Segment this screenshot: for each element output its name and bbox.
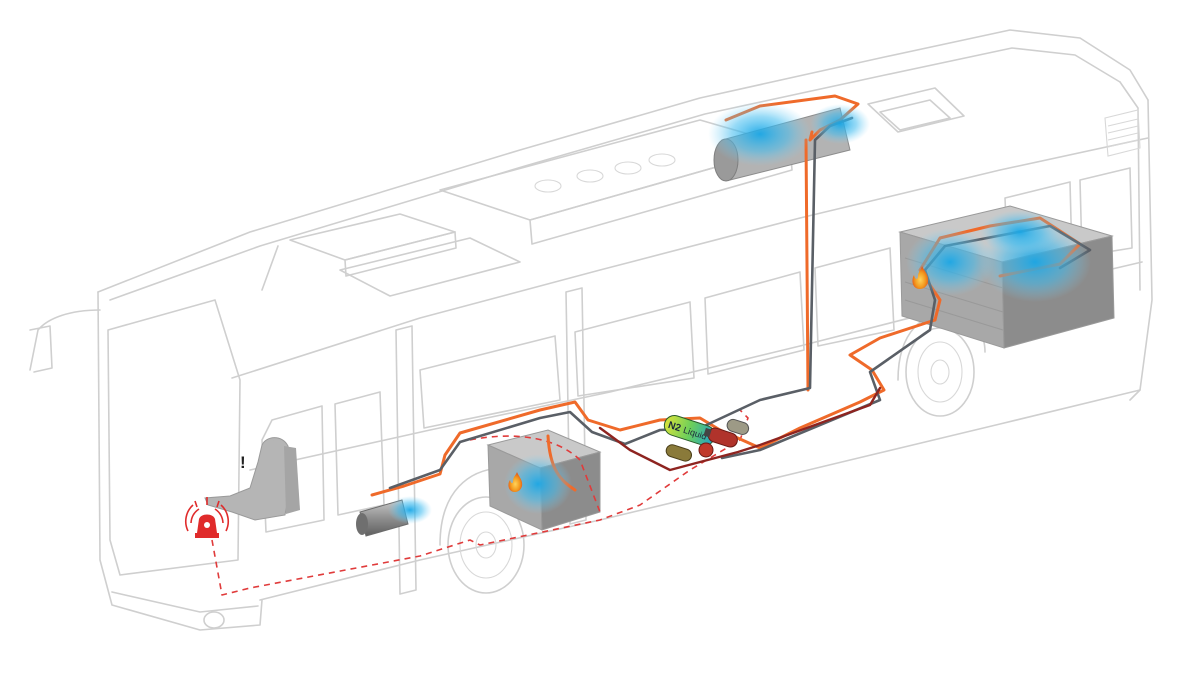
windshield <box>107 299 241 576</box>
headlight <box>203 611 225 629</box>
alarm-beacon-icon <box>184 497 230 538</box>
roof-inner-edge <box>109 47 1121 301</box>
mist-clouds <box>388 102 1091 524</box>
rear-corner <box>1119 81 1141 291</box>
fire-icon <box>508 472 523 492</box>
front-bumper <box>111 591 259 613</box>
front-wheel <box>447 496 525 594</box>
extinguisher-cylinder <box>726 418 750 435</box>
mist-cloud <box>708 102 812 166</box>
valve-head <box>698 442 714 458</box>
roof-fans <box>534 153 676 193</box>
n2-label: N2 <box>667 420 683 435</box>
rear-end <box>1129 99 1153 401</box>
roof-edge <box>97 29 1149 293</box>
detection-wire-dashed <box>211 409 749 596</box>
mist-cloud <box>388 496 432 524</box>
body-lower-side <box>259 389 1141 601</box>
agent-supply-line <box>598 386 882 472</box>
front-door <box>395 325 417 595</box>
rear-vent-grille <box>1104 109 1141 157</box>
mist-cloud <box>980 210 1060 254</box>
body-upper-side <box>231 137 1149 379</box>
driver-figure <box>204 437 300 521</box>
roof-antenna <box>261 245 279 291</box>
front-face <box>97 291 263 631</box>
mist-cloud <box>810 104 870 144</box>
extinguisher-cylinder <box>665 444 693 462</box>
side-mirror <box>29 309 101 373</box>
extinguisher-cylinder <box>703 427 738 448</box>
mist-cloud <box>504 454 572 514</box>
fire-icon <box>912 266 929 289</box>
extinguisher-cylinder-assembly: N2 Liquid <box>663 415 750 462</box>
driver-alert-symbol: ! <box>240 453 246 472</box>
